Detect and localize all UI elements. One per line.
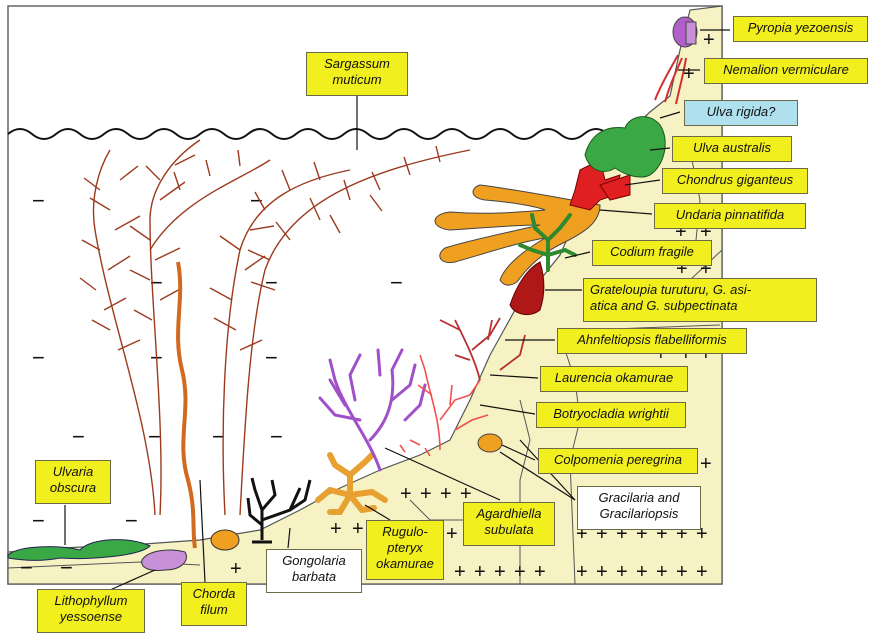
water-surface xyxy=(8,129,632,139)
label-colpomenia: Colpomenia peregrina xyxy=(538,448,698,474)
minus-sign: − xyxy=(125,508,138,533)
plus-sign: + xyxy=(454,561,466,583)
plus-sign: + xyxy=(696,561,708,583)
label-grateloupia-line1: Grateloupia turuturu, G. asi- xyxy=(590,282,810,298)
minus-sign: − xyxy=(32,345,45,370)
label-lithophyllum-line2: yessoense xyxy=(44,609,138,625)
label-ahnfeltiopsis: Ahnfeltiopsis flabelliformis xyxy=(557,328,747,354)
label-agardhiella-line2: subulata xyxy=(470,522,548,538)
label-laurencia: Laurencia okamurae xyxy=(540,366,688,392)
label-rugulopteryx-line2: pteryx xyxy=(373,540,437,556)
label-grateloupia-line2: atica and G. subpectinata xyxy=(590,298,810,314)
label-pyropia: Pyropia yezoensis xyxy=(733,16,868,42)
minus-sign: − xyxy=(250,188,263,213)
plus-sign: + xyxy=(703,29,715,51)
label-codium: Codium fragile xyxy=(592,240,712,266)
label-lithophyllum-line1: Lithophyllum xyxy=(44,593,138,609)
minus-sign: − xyxy=(265,270,278,295)
label-ulva-rigida: Ulva rigida? xyxy=(684,100,798,126)
plus-sign: + xyxy=(352,518,364,540)
plus-sign: + xyxy=(576,561,588,583)
label-grateloupia: Grateloupia turuturu, G. asi- atica and … xyxy=(583,278,817,322)
label-gongolaria-line2: barbata xyxy=(273,569,355,585)
label-sargassum-line1: Sargassum xyxy=(313,56,401,72)
agardhiella-subulata-illustration xyxy=(320,350,425,470)
minus-sign: − xyxy=(390,270,403,295)
label-rugulopteryx: Rugulo- pteryx okamurae xyxy=(366,520,444,580)
plus-sign: + xyxy=(514,561,526,583)
label-lithophyllum: Lithophyllum yessoense xyxy=(37,589,145,633)
label-gracilaria-line1: Gracilaria and xyxy=(584,490,694,506)
minus-sign: − xyxy=(72,424,85,449)
label-chondrus: Chondrus giganteus xyxy=(662,168,808,194)
label-gongolaria-line1: Gongolaria xyxy=(273,553,355,569)
label-gracilaria: Gracilaria and Gracilariopsis xyxy=(577,486,701,530)
colpomenia-peregrina-illustration xyxy=(211,530,239,550)
label-ulva-australis: Ulva australis xyxy=(672,136,792,162)
plus-sign: + xyxy=(534,561,546,583)
plus-sign: + xyxy=(230,558,242,580)
plus-sign: + xyxy=(676,561,688,583)
label-ulvaria-line1: Ulvaria xyxy=(42,464,104,480)
plus-sign: + xyxy=(494,561,506,583)
minus-sign: − xyxy=(32,188,45,213)
label-ulvaria-line2: obscura xyxy=(42,480,104,496)
label-botryocladia: Botryocladia wrightii xyxy=(536,402,686,428)
label-chorda-line1: Chorda xyxy=(188,586,240,602)
label-rugulopteryx-line3: okamurae xyxy=(373,556,437,572)
plus-sign: + xyxy=(596,561,608,583)
pyropia-yezoensis-illustration xyxy=(673,17,697,47)
plus-sign: + xyxy=(636,561,648,583)
label-chorda: Chorda filum xyxy=(181,582,247,626)
minus-sign: − xyxy=(32,508,45,533)
plus-sign: + xyxy=(474,561,486,583)
plus-sign: + xyxy=(446,523,458,545)
plus-sign: + xyxy=(330,518,342,540)
colpomenia-peregrina-illustration-right xyxy=(478,434,502,452)
label-chorda-line2: filum xyxy=(188,602,240,618)
chorda-filum-illustration xyxy=(178,262,195,548)
label-agardhiella: Agardhiella subulata xyxy=(463,502,555,546)
label-gracilaria-line2: Gracilariopsis xyxy=(584,506,694,522)
minus-sign: − xyxy=(148,424,161,449)
ulva-australis-illustration xyxy=(585,117,665,177)
label-sargassum: Sargassum muticum xyxy=(306,52,408,96)
label-rugulopteryx-line1: Rugulo- xyxy=(373,524,437,540)
plus-sign: + xyxy=(400,483,412,505)
label-gongolaria: Gongolaria barbata xyxy=(266,549,362,593)
minus-sign: − xyxy=(265,345,278,370)
plus-sign: + xyxy=(420,483,432,505)
plus-sign: + xyxy=(656,561,668,583)
plus-sign: + xyxy=(700,453,712,475)
label-undaria: Undaria pinnatifida xyxy=(654,203,806,229)
plus-sign: + xyxy=(440,483,452,505)
label-sargassum-line2: muticum xyxy=(313,72,401,88)
label-nemalion: Nemalion vermiculare xyxy=(704,58,868,84)
minus-sign: − xyxy=(270,424,283,449)
label-ulvaria: Ulvaria obscura xyxy=(35,460,111,504)
label-agardhiella-line1: Agardhiella xyxy=(470,506,548,522)
plus-sign: + xyxy=(616,561,628,583)
